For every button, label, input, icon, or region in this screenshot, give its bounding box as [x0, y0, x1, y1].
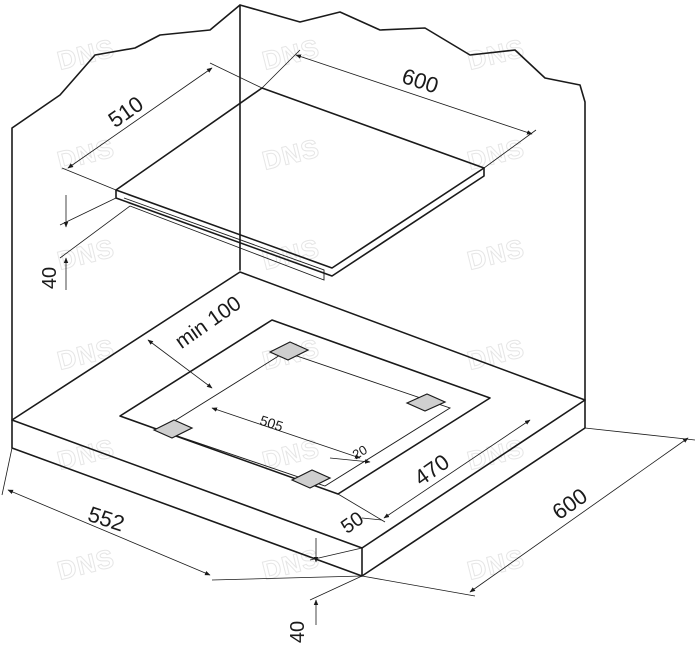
countertop [11, 271, 586, 577]
dim-label-front-offset: 50 [337, 508, 368, 539]
wall-outline [11, 4, 586, 421]
watermark-text: DNS [464, 333, 527, 376]
dim-label-counter-depth: 600 [547, 483, 591, 525]
dim-label-counter-thickness: 40 [287, 621, 309, 643]
watermark-text: DNS [464, 233, 527, 276]
dim-label-cutout-width: 552 [85, 501, 128, 536]
watermark-text: DNS [54, 333, 117, 376]
watermark-text: DNS [464, 433, 527, 476]
dim-label-hob-width: 600 [399, 63, 442, 98]
watermark-text: DNS [54, 33, 117, 76]
dim-label-clip-offset: 20 [350, 442, 370, 462]
dim-label-cutout-depth: 470 [409, 449, 453, 491]
dim-label-cutout-inner: 505 [258, 412, 285, 435]
dim-label-hob-depth: 510 [103, 91, 147, 133]
watermark-text: DNS [54, 543, 117, 586]
mounting-clips [152, 341, 447, 489]
dim-label-hob-height: 40 [39, 267, 61, 289]
watermark-text: DNS [54, 133, 117, 176]
watermark-text: DNS [259, 33, 322, 76]
dimension-lines [1, 49, 695, 625]
watermark-text: DNS [464, 543, 527, 586]
watermark-text: DNS [259, 133, 322, 176]
watermark-text: DNS [464, 133, 527, 176]
